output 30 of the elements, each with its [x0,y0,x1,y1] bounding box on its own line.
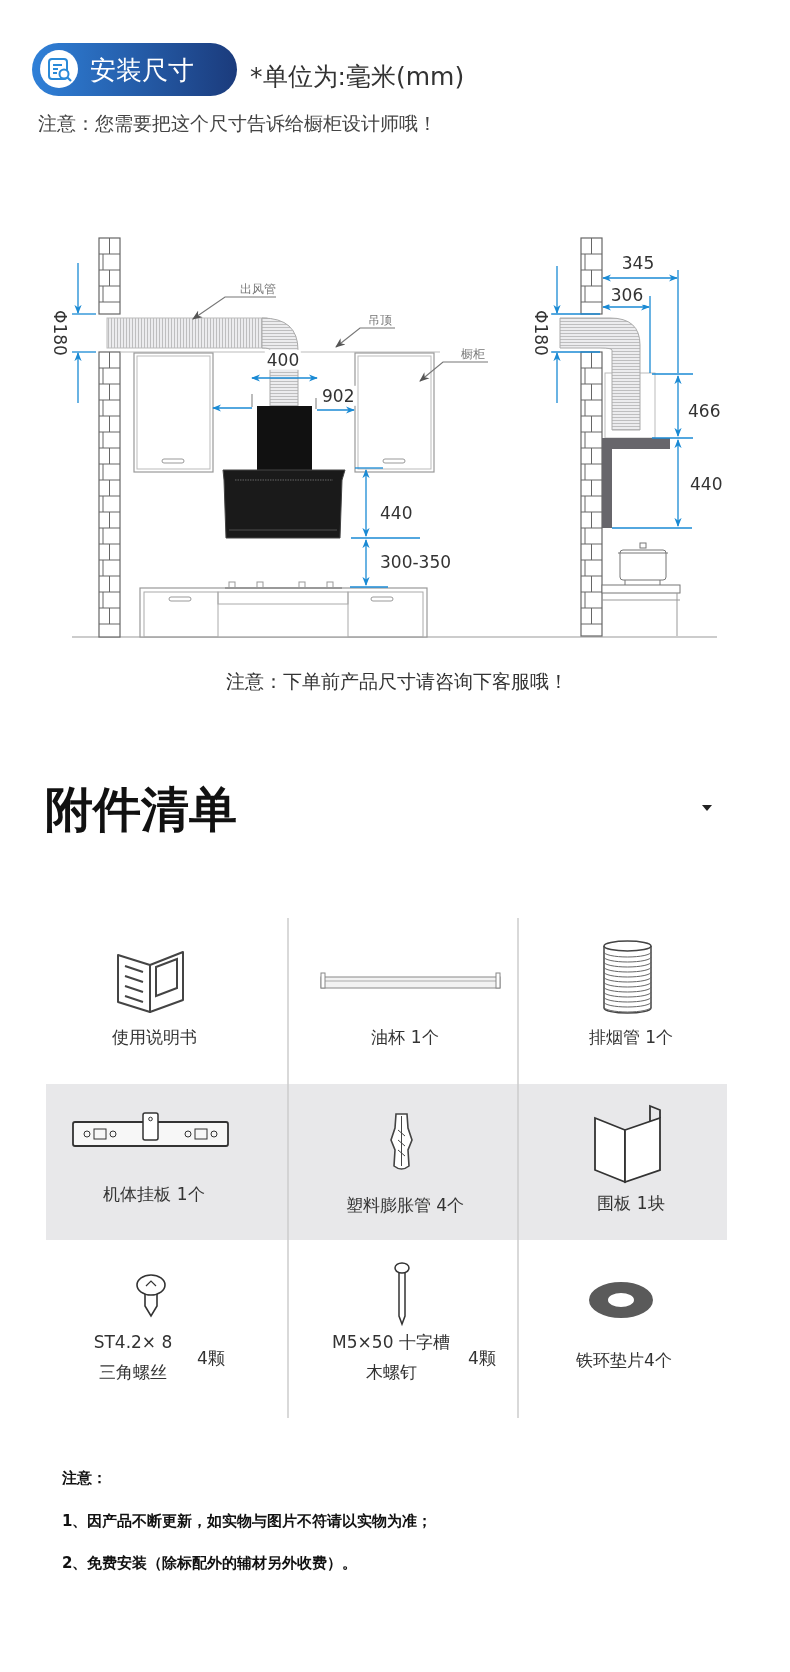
callout-label: 橱柜 [458,346,488,362]
note-text: 1、因产品不断更新，如实物与图片不符请以实物为准； [62,1512,433,1530]
note-heading: 注意： [62,1469,107,1487]
leader-line [335,327,396,348]
leader-line [192,296,277,320]
item-label: 三角螺丝 [99,1361,167,1383]
item-label: 木螺钉 [365,1361,417,1383]
note-text: 注意：您需要把这个尺寸告诉给橱柜设计师哦！ [38,111,437,135]
note-text: 注意：下单前产品尺寸请咨询下客服哦！ [226,669,568,693]
callout-label: 出风管 [240,281,276,297]
title-badge [32,43,237,96]
callout-label: 吊顶 [365,312,395,328]
note-text: 2、免费安装（除标配外的辅材另外收费）。 [62,1554,358,1572]
leader-line [419,361,489,382]
item-label: 油杯 1个 [371,1026,439,1048]
item-label: 铁环垫片4个 [576,1349,672,1371]
unit-note: *单位为:毫米(mm) [250,62,465,92]
quantity-label: 4颗 [197,1347,225,1369]
section-heading: 附件清单 [45,781,237,839]
section-title: 安装尺寸 [90,53,194,86]
item-label: ST4.2× 8 [93,1331,173,1353]
item-label: 使用说明书 [111,1026,197,1048]
quantity-label: 4颗 [468,1347,496,1369]
item-label: 塑料膨胀管 4个 [345,1194,465,1216]
item-label: 围板 1块 [597,1192,665,1214]
item-label: 排烟管 1个 [588,1026,674,1048]
dimension-label: 400 [264,349,302,371]
item-label: 机体挂板 1个 [103,1183,205,1205]
dimension-label: 902 [320,385,357,407]
item-label: M5×50 十字槽 [332,1331,450,1353]
